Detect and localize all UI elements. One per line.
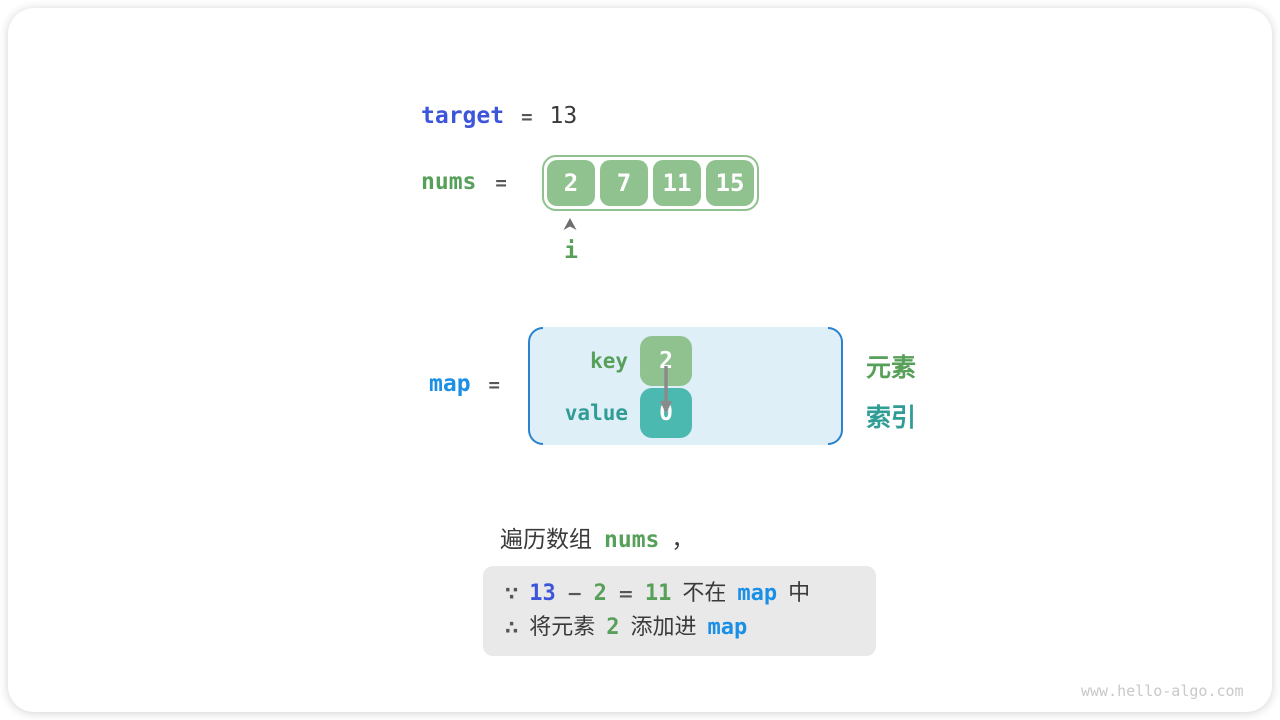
nums-label: nums = [421, 169, 507, 195]
therefore-symbol: ∴ [505, 617, 519, 639]
map-code: map [737, 581, 778, 606]
because-symbol: ∵ [505, 583, 519, 605]
key-label: key [590, 349, 628, 373]
left-bracket-icon [528, 327, 543, 445]
target-value: 13 [549, 103, 578, 129]
pointer-i-label: i [564, 238, 578, 264]
map-code: map [707, 615, 748, 640]
element-number: 2 [593, 581, 607, 606]
nums-equals: = [495, 172, 507, 194]
target-equals: = [521, 106, 533, 128]
reasoning-box: ∵ 13 − 2 = 11 不在 map 中 ∴ 将元素 2 添加进 map [483, 566, 876, 656]
map-label: map = [429, 371, 500, 397]
step-suffix: ， [671, 527, 695, 553]
step-sentence: 遍历数组 nums ， [500, 520, 694, 554]
element-side-label: 元素 [866, 353, 917, 382]
step-prefix: 遍历数组 [500, 527, 592, 553]
nums-keyword: nums [421, 169, 477, 195]
target-line: target = 13 [421, 103, 577, 129]
map-container: key value 2 0 [528, 327, 843, 445]
add-prefix-text: 将元素 [529, 615, 596, 640]
target-number: 13 [529, 581, 556, 606]
index-side-label: 索引 [866, 403, 917, 432]
array-cell: 7 [600, 160, 648, 206]
reasoning-line-1: ∵ 13 − 2 = 11 不在 map 中 [505, 577, 876, 611]
down-arrow-icon [658, 366, 674, 418]
array-cell: 11 [653, 160, 701, 206]
in-text: 中 [788, 581, 811, 606]
value-label: value [564, 401, 628, 425]
watermark: www.hello-algo.com [1081, 682, 1244, 700]
up-arrow-icon [562, 217, 578, 237]
add-suffix-text: 添加进 [630, 615, 697, 640]
map-equals: = [488, 374, 500, 396]
map-keyword: map [429, 371, 471, 397]
right-bracket-icon [828, 327, 843, 445]
array-cell: 15 [706, 160, 754, 206]
target-keyword: target [421, 103, 505, 129]
element-number: 2 [606, 615, 620, 640]
not-in-text: 不在 [682, 581, 727, 606]
result-number: 11 [644, 581, 672, 606]
reasoning-line-2: ∴ 将元素 2 添加进 map [505, 611, 876, 645]
diagram-card: target = 13 nums = 2 7 11 15 i map = [8, 8, 1272, 712]
minus-sign: − [566, 583, 583, 605]
equals-sign: = [617, 583, 634, 605]
step-code: nums [604, 527, 660, 553]
array-cell: 2 [547, 160, 595, 206]
nums-array: 2 7 11 15 [542, 155, 759, 211]
